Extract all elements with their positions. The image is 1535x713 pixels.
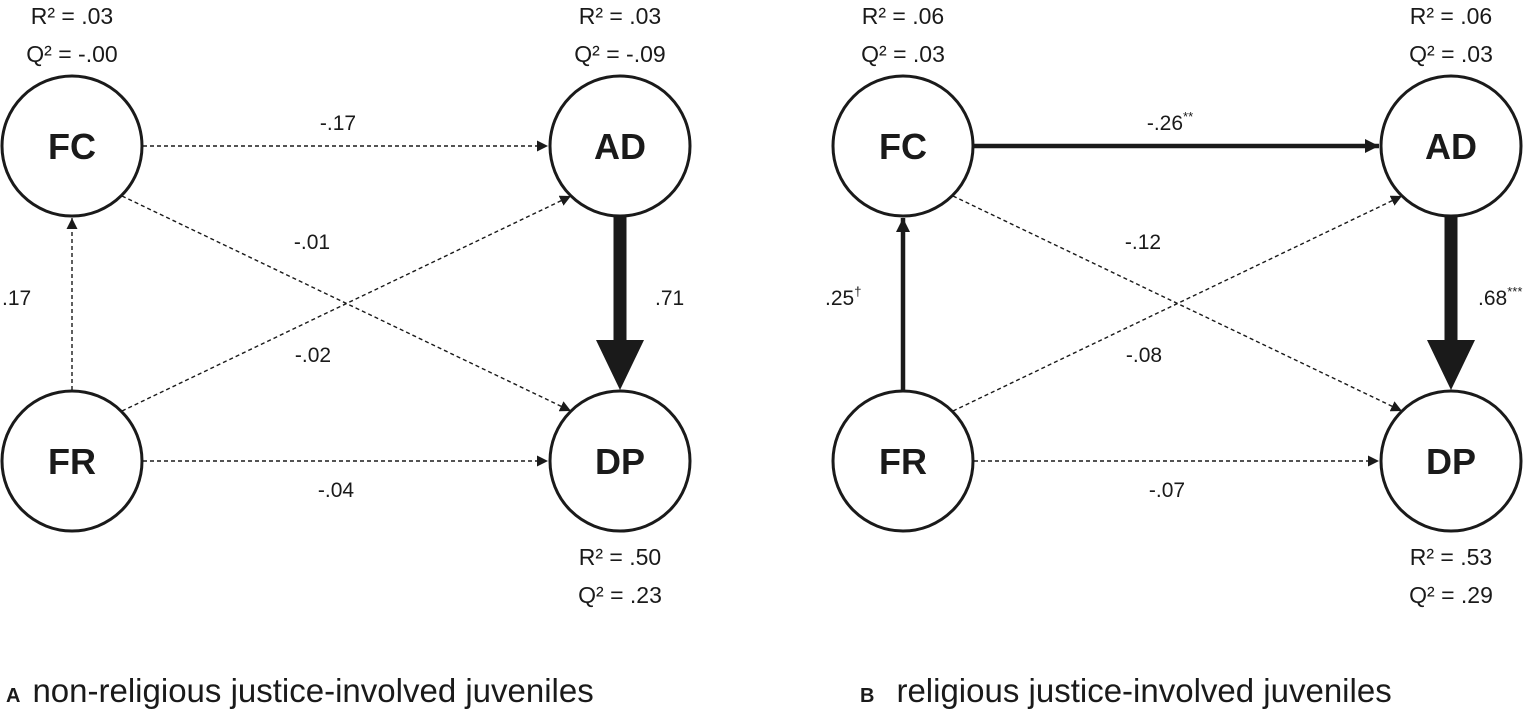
panel-a-letter: A xyxy=(6,685,20,707)
coef-fc-dp: -.12 xyxy=(1125,231,1161,254)
node-label-fr: FR xyxy=(48,441,96,482)
stat-fc-r2: R² = .03 xyxy=(31,3,113,29)
stat-fc-r2: R² = .06 xyxy=(862,3,944,29)
stat-dp-r2: R² = .50 xyxy=(579,544,661,570)
stat-dp-r2: R² = .53 xyxy=(1410,544,1492,570)
coef-fr-dp-value: -.04 xyxy=(318,479,355,502)
node-label-dp: DP xyxy=(1426,441,1476,482)
stat-dp-q2: Q² = .23 xyxy=(578,582,662,608)
panel-a-caption-text: non-religious justice-involved juveniles xyxy=(32,672,593,709)
path-fr-ad xyxy=(121,195,572,412)
coef-fc-ad: -.17 xyxy=(320,112,356,135)
coef-fc-dp: -.01 xyxy=(294,231,330,254)
coef-fr-fc: .25† xyxy=(825,284,861,310)
coef-ad-dp-value: .68 xyxy=(1478,287,1507,310)
coef-ad-dp: .68*** xyxy=(1478,284,1522,310)
node-label-ad: AD xyxy=(1425,126,1477,167)
node-fc: FC xyxy=(0,74,144,218)
panel-b: FC AD FR DP R² = .06 Q² = .03 R² = .06 Q… xyxy=(825,3,1523,709)
node-label-ad: AD xyxy=(594,126,646,167)
coef-ad-dp-sig: *** xyxy=(1507,284,1522,299)
panel-b-caption-text: religious justice-involved juveniles xyxy=(896,672,1391,709)
coef-fr-ad-value: -.08 xyxy=(1126,344,1162,367)
stat-fc-q2: Q² = .03 xyxy=(861,41,945,67)
panel-a: FC AD FR DP R² = .03 Q² = -.00 R² = .03 … xyxy=(0,3,692,709)
node-fr: FR xyxy=(0,389,144,533)
stat-ad-q2: Q² = -.09 xyxy=(574,41,665,67)
node-ad: AD xyxy=(548,74,692,218)
coef-fr-fc-value: .17 xyxy=(2,287,31,310)
coef-ad-dp: .71 xyxy=(655,287,684,310)
stat-ad-r2: R² = .06 xyxy=(1410,3,1492,29)
stat-ad-q2: Q² = .03 xyxy=(1409,41,1493,67)
panel-b-letter: B xyxy=(860,685,874,707)
coef-fr-dp: -.04 xyxy=(318,479,355,502)
coef-fc-dp-value: -.01 xyxy=(294,231,330,254)
coef-fr-fc-value: .25 xyxy=(825,287,854,310)
coef-fc-ad-value: -.17 xyxy=(320,112,356,135)
coef-ad-dp-value: .71 xyxy=(655,287,684,310)
coef-fc-ad-sig: ** xyxy=(1183,109,1193,124)
node-label-fc: FC xyxy=(879,126,927,167)
coef-fc-ad: -.26** xyxy=(1147,109,1193,135)
node-ad: AD xyxy=(1379,74,1523,218)
node-label-fr: FR xyxy=(879,441,927,482)
coef-fr-ad: -.02 xyxy=(295,344,331,367)
path-ad-dp-arrowhead xyxy=(1427,340,1475,390)
stat-ad-r2: R² = .03 xyxy=(579,3,661,29)
node-label-dp: DP xyxy=(595,441,645,482)
coef-fr-fc: .17 xyxy=(2,287,31,310)
coef-fr-fc-sig: † xyxy=(854,284,861,299)
node-fc: FC xyxy=(831,74,975,218)
coef-fc-ad-value: -.26 xyxy=(1147,112,1183,135)
coef-fc-dp-value: -.12 xyxy=(1125,231,1161,254)
coef-fr-ad: -.08 xyxy=(1126,344,1162,367)
stat-dp-q2: Q² = .29 xyxy=(1409,582,1493,608)
coef-fr-dp: -.07 xyxy=(1149,479,1185,502)
coef-fr-ad-value: -.02 xyxy=(295,344,331,367)
node-label-fc: FC xyxy=(48,126,96,167)
node-dp: DP xyxy=(1379,389,1523,533)
path-ad-dp-arrowhead xyxy=(596,340,644,390)
coef-fr-dp-value: -.07 xyxy=(1149,479,1185,502)
stat-fc-q2: Q² = -.00 xyxy=(26,41,117,67)
node-fr: FR xyxy=(831,389,975,533)
path-fr-ad xyxy=(952,195,1403,412)
node-dp: DP xyxy=(548,389,692,533)
